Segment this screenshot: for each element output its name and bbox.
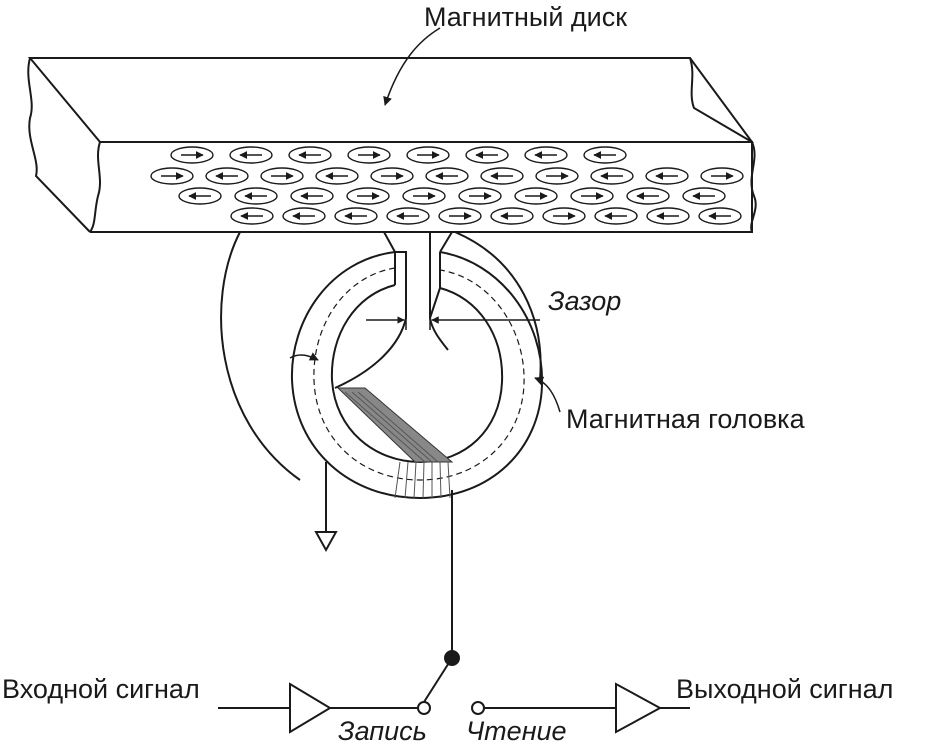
domain-left xyxy=(178,187,222,205)
domain-right xyxy=(570,187,614,205)
domain-right xyxy=(170,146,214,164)
input-amplifier xyxy=(218,682,418,734)
domain-right xyxy=(347,146,391,164)
domain-left xyxy=(480,167,524,185)
input-signal-label: Входной сигнал xyxy=(2,674,200,704)
domain-right xyxy=(346,187,390,205)
domain-left xyxy=(290,187,334,205)
gap-label: Зазор xyxy=(548,286,622,316)
domain-left xyxy=(205,167,249,185)
domain-left xyxy=(386,207,430,225)
domain-left xyxy=(590,167,634,185)
domain-left xyxy=(334,207,378,225)
domain-right xyxy=(458,187,502,205)
magnetic-disk xyxy=(27,57,757,233)
domain-left xyxy=(626,187,670,205)
domain-right xyxy=(260,167,304,185)
domain-left xyxy=(282,207,326,225)
read-label: Чтение xyxy=(466,716,567,746)
output-amplifier xyxy=(484,682,690,734)
domain-right xyxy=(542,207,586,225)
domain-left xyxy=(234,187,278,205)
domain-left xyxy=(288,146,332,164)
leader-arrows xyxy=(289,27,561,413)
domain-right xyxy=(438,207,482,225)
head-label: Магнитная головка xyxy=(566,404,805,434)
domain-right xyxy=(514,187,558,205)
domain-right xyxy=(700,167,744,185)
domain-left xyxy=(524,146,568,164)
domain-left xyxy=(465,146,509,164)
coil-winding xyxy=(336,387,454,499)
domain-left xyxy=(594,207,638,225)
domain-left xyxy=(583,146,627,164)
magnetic-domains xyxy=(150,146,744,225)
output-signal-label: Выходной сигнал xyxy=(676,674,894,704)
domain-left xyxy=(229,146,273,164)
domain-right xyxy=(402,187,446,205)
domain-left xyxy=(698,207,742,225)
domain-left xyxy=(230,207,274,225)
write-read-switch[interactable] xyxy=(417,650,485,715)
domain-left xyxy=(315,167,359,185)
domain-left xyxy=(645,167,689,185)
domain-left xyxy=(682,187,726,205)
domain-left xyxy=(425,167,469,185)
magnetic-head xyxy=(220,231,544,500)
write-label: Запись xyxy=(338,716,427,746)
domain-right xyxy=(150,167,194,185)
domain-right xyxy=(406,146,450,164)
ground-symbol xyxy=(314,462,338,553)
domain-left xyxy=(646,207,690,225)
domain-right xyxy=(370,167,414,185)
disk-label: Магнитный диск xyxy=(424,2,628,32)
domain-left xyxy=(490,207,534,225)
domain-right xyxy=(535,167,579,185)
